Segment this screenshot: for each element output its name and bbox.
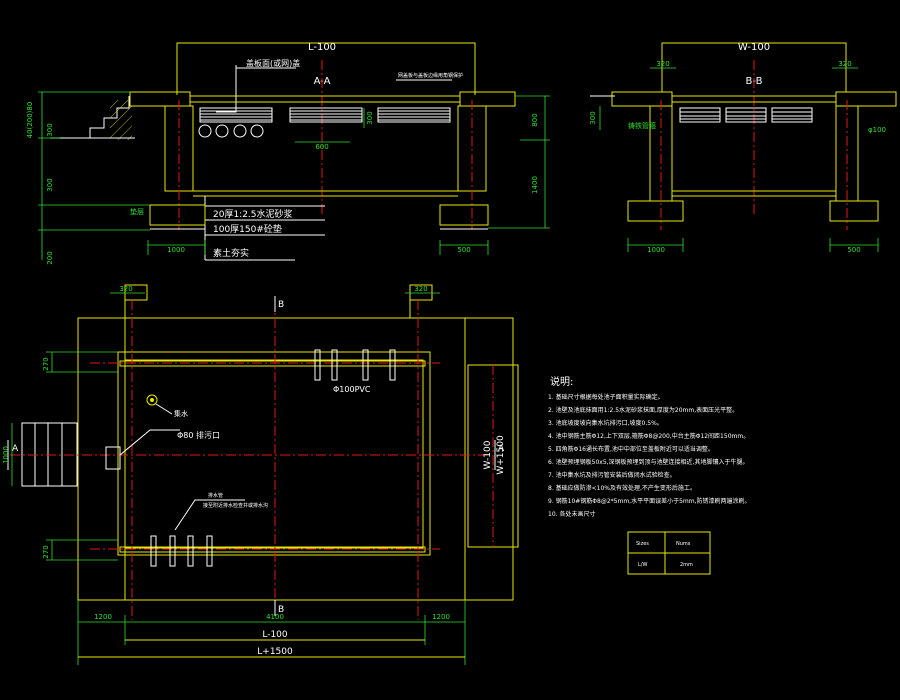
aa-dim-left-2: 300 [46, 123, 54, 136]
bb-top-dim-2: 320 [838, 60, 851, 68]
bb-dim-left: 300 [589, 111, 597, 124]
plan-bottom-side-1: 1200 [94, 613, 112, 621]
plan-drain-label: 集水 [174, 409, 188, 418]
table-header-2: Nums [676, 541, 691, 547]
table-header-1: Sizes [636, 541, 649, 547]
aa-leader-label: 盖板面(或网)盖 [246, 58, 300, 68]
table-cell-2: 2mm [680, 562, 693, 568]
plan-side-dim-1: 270 [42, 357, 50, 370]
note-item-2: 2. 池壁及池底抹面用1:2.5水泥砂浆抹面,厚度为20mm,表面压光平整。 [548, 406, 738, 414]
bb-bottom-dim-1: 1000 [647, 246, 665, 254]
bb-top-dim-1: 320 [656, 60, 669, 68]
aa-layer-1: 20厚1:2.5水泥砂浆 [213, 208, 293, 220]
aa-right-note: 网盖板与盖板边缘用角钢保护 [398, 72, 463, 79]
note-item-1: 1. 基础尺寸根据每处池子面积量实际确定。 [548, 393, 664, 401]
plan-mark-a-left: A [12, 444, 19, 454]
plan-top-dim-1: 320 [119, 285, 132, 293]
plan-top-dim-2: 320 [414, 285, 427, 293]
plan-drain-pipe-note: 接至附近排水检查井或排水沟 [203, 502, 268, 509]
note-item-3: 3. 池底坡度坡向集水坑排污口,坡度0.5%。 [548, 419, 663, 427]
notes-block: 说明: 1. 基础尺寸根据每处池子面积量实际确定。 2. 池壁及池底抹面用1:2… [548, 375, 750, 575]
note-item-5: 5. 四角筋Φ16通长布置,池中中部位至盖板附近可以适当调整。 [548, 445, 714, 453]
plan-drain-pipe-label: 排水管 [208, 492, 223, 499]
bb-bottom-dim-2: 500 [847, 246, 860, 254]
aa-dim-left-3: 300 [46, 178, 54, 191]
plan-left-dim: 1000 [2, 446, 10, 464]
notes-table: Sizes Nums L/W 2mm [627, 531, 711, 575]
bb-overall-dim: W-100 [738, 42, 770, 53]
aa-layer-2: 100厚150#砼垫 [213, 223, 282, 235]
notes-heading: 说明: [550, 375, 573, 388]
plan-bottom-side-2: 1200 [432, 613, 450, 621]
section-aa-drawing: L-100 A-A 盖板面(或网)盖 网盖板与盖板边缘用角钢保护 [26, 42, 550, 265]
plan-mark-b-top: B [278, 300, 284, 310]
plan-bottom-dim-1: L-100 [262, 630, 288, 640]
note-item-6: 6. 池壁预埋钢板50x5,深钢板预埋到顶与池壁连接相近,其地脚镶入于牛腿。 [548, 458, 748, 466]
table-cell-1: L/W [638, 562, 647, 568]
bb-side-label-1: 铸铁管箍 [628, 121, 656, 130]
plan-bottom-inner: 4100 [266, 613, 284, 621]
note-item-7: 7. 池中集水坑及排污管安装后做闭水试验检查。 [548, 471, 676, 479]
aa-dim-left-4: 200 [46, 251, 54, 264]
aa-bottom-dim-1: 1000 [167, 246, 185, 254]
section-bb-drawing: W-100 B-B 320 320 铸铁管箍 φ100 30 [589, 42, 897, 254]
aa-layer-3: 素土夯实 [213, 247, 249, 259]
plan-outlet-label: Φ80 排污口 [177, 430, 220, 440]
note-item-10: 10. 各处未画尺寸 [548, 510, 595, 518]
plan-right-dim-1: W-100 [483, 440, 493, 469]
plan-side-dim-2: 270 [42, 545, 50, 558]
plan-pipe-label: Φ100PVC [333, 385, 371, 394]
aa-dim-right-2: 1400 [531, 176, 539, 194]
aa-dim-600: 600 [315, 143, 328, 151]
note-item-4: 4. 池中钢筋主筋Φ12,上下双层,箍筋Φ8@200,中台主筋Φ12间距150m… [548, 432, 749, 440]
plan-mark-b-bottom: B [278, 605, 284, 615]
aa-small-label: 垫层 [130, 207, 144, 216]
aa-dim-300: 300 [366, 111, 374, 124]
bb-side-label-2: φ100 [868, 126, 886, 134]
plan-right-dim-2: W+1500 [496, 435, 506, 475]
plan-bottom-dim-2: L+1500 [257, 647, 293, 657]
note-item-8: 8. 基础应做防渗<10%及有效处理,不产生变形后施工。 [548, 484, 696, 492]
plan-mark-a-right: A [498, 444, 505, 454]
aa-dim-left-1: 40(200)80 [26, 102, 34, 139]
aa-dim-right-1: 800 [531, 113, 539, 126]
aa-overall-dim: L-100 [308, 42, 336, 53]
note-item-9: 9. 钢筋10#钢筋Φ8@2*5mm,水平平面误差小于5mm,防锈漆刷两遍涂刷。 [548, 497, 750, 505]
plan-view-drawing: B B A A 集水 Φ80 排污口 Φ100PVC 排水管 接至附近排水检查井… [2, 284, 519, 665]
aa-bottom-dim-2: 500 [457, 246, 470, 254]
